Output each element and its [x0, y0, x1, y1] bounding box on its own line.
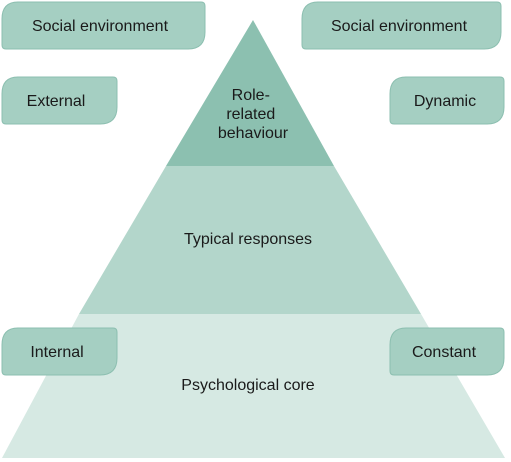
- tier-middle-label: Typical responses: [184, 231, 312, 248]
- tier-top-label-line-2: related: [226, 106, 275, 123]
- tag-social-environment-left-label: Social environment: [32, 18, 169, 35]
- tag-social-environment-right: Social environment: [301, 1, 502, 50]
- pyramid-tier-bottom: [2, 314, 505, 458]
- tag-constant-label: Constant: [412, 344, 477, 361]
- tag-shape: [1, 76, 118, 125]
- tier-top-label-line-3: behaviour: [218, 125, 289, 142]
- tag-shape: [389, 76, 505, 125]
- tag-internal-label: Internal: [30, 344, 83, 361]
- tag-shape: [389, 327, 505, 376]
- tag-dynamic: Dynamic: [389, 76, 505, 125]
- tag-social-environment-left: Social environment: [1, 1, 206, 50]
- tier-top-label-line-1: Role-: [232, 87, 270, 104]
- tag-dynamic-label: Dynamic: [414, 93, 476, 110]
- tier-top-label: Role- related behaviour: [218, 87, 289, 142]
- tag-social-environment-right-label: Social environment: [331, 18, 468, 35]
- tag-shape: [301, 1, 502, 50]
- tag-external: External: [1, 76, 118, 125]
- pyramid-tier-top: [166, 20, 334, 166]
- tag-external-label: External: [27, 93, 86, 110]
- tag-internal: Internal: [1, 327, 118, 376]
- tier-bottom-label: Psychological core: [181, 377, 315, 394]
- tag-constant: Constant: [389, 327, 505, 376]
- pyramid-tier-middle: [79, 166, 421, 314]
- tag-shape: [1, 327, 118, 376]
- tag-shape: [1, 1, 206, 50]
